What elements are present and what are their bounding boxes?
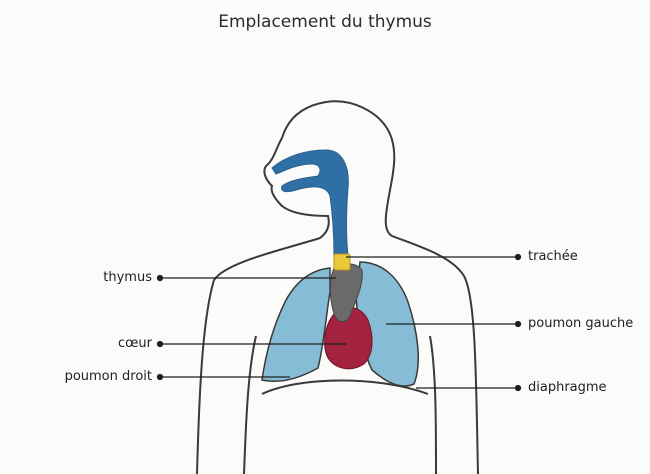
label-poumon-droit: poumon droit xyxy=(64,369,152,384)
thymus xyxy=(329,263,363,323)
right-lung xyxy=(261,267,331,382)
label-diaphragme: diaphragme xyxy=(528,380,607,395)
label-trachee: trachée xyxy=(528,249,578,264)
airway xyxy=(271,149,349,257)
label-coeur: cœur xyxy=(117,336,152,351)
diagram-title: Emplacement du thymus xyxy=(218,12,432,32)
label-thymus: thymus xyxy=(103,270,152,285)
body-outline xyxy=(196,100,479,474)
left-arm-line xyxy=(429,335,437,474)
label-poumon-gauche: poumon gauche xyxy=(528,316,634,331)
heart xyxy=(324,306,373,370)
diaphragm xyxy=(261,379,429,395)
right-arm-line xyxy=(243,335,257,474)
trachea xyxy=(333,253,351,271)
